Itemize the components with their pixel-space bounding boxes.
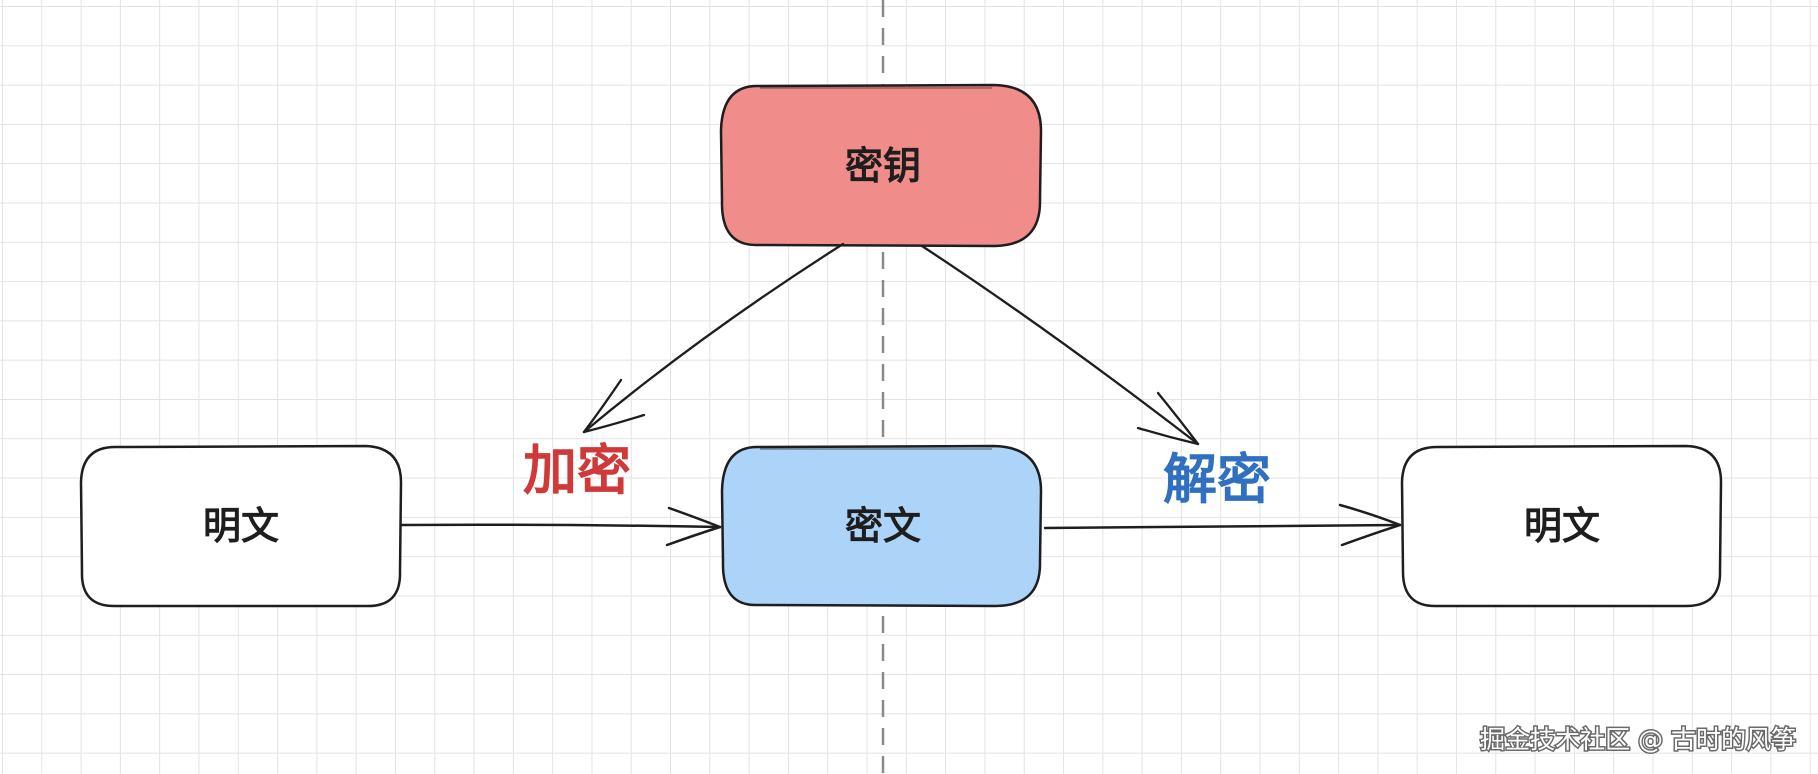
plaintext-right-box (1400, 444, 1723, 608)
plaintext-right-node[interactable]: 明文 (1400, 444, 1723, 608)
arrow-key-to-encrypt (582, 242, 845, 434)
plaintext-left-node[interactable]: 明文 (79, 444, 403, 608)
ciphertext-box (720, 444, 1043, 608)
ciphertext-label: 密文 (845, 504, 921, 548)
key-node[interactable]: 密钥 (719, 83, 1043, 248)
encrypt-label: 加密 (523, 439, 631, 502)
plaintext-right-label: 明文 (1524, 504, 1600, 548)
arrow-key-to-decrypt (920, 244, 1200, 446)
key-node-box (719, 83, 1043, 248)
plaintext-left-box (79, 444, 403, 608)
arrow-plaintext-to-ciphertext (400, 506, 722, 547)
key-node-label: 密钥 (845, 144, 921, 188)
arrow-ciphertext-to-plaintext (1043, 503, 1402, 547)
decrypt-label: 解密 (1163, 448, 1271, 511)
ciphertext-node[interactable]: 密文 (720, 444, 1043, 608)
plaintext-left-label: 明文 (203, 504, 279, 548)
watermark-text: 掘金技术社区 @ 古时的风筝 (1480, 725, 1796, 754)
